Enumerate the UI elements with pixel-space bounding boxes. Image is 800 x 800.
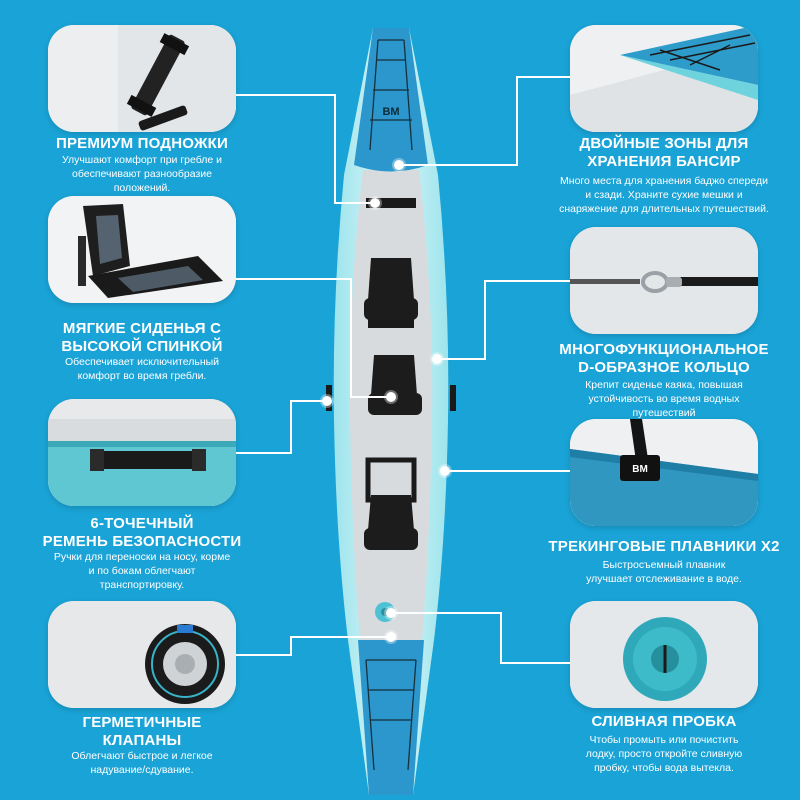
connector-drain-end	[392, 612, 502, 614]
handle-photo	[48, 399, 236, 506]
connector-footrests-vertical	[334, 94, 336, 204]
seat-photo	[48, 196, 236, 303]
connector-dring	[484, 280, 570, 282]
connector-storage	[516, 76, 570, 78]
footrest-photo	[48, 25, 236, 132]
valve-description: Облегчают быстрое и легкое надувание/сду…	[71, 750, 213, 776]
connector-footrests	[236, 94, 336, 96]
connector-dring-end	[438, 358, 486, 360]
marker-fins	[440, 466, 450, 476]
handle-title: 6-ТОЧЕЧНЫЙ РЕМЕНЬ БЕЗОПАСНОСТИ	[42, 515, 242, 550]
seat-title: МЯГКИЕ СИДЕНЬЯ С ВЫСОКОЙ СПИНКОЙ	[61, 320, 223, 355]
connector-valves	[236, 654, 292, 656]
drain-description: Чтобы промыть или почистить лодку, прост…	[585, 734, 743, 774]
connector-handles-vertical	[290, 400, 292, 454]
marker-drain	[386, 608, 396, 618]
kayak-illustration: BM	[326, 28, 456, 795]
footrest-description: Улучшают комфорт при гребле и обеспечива…	[61, 154, 223, 194]
seat-description: Обеспечивает исключительный комфорт во в…	[64, 356, 220, 382]
connector-valves-vertical	[290, 636, 292, 656]
marker-footrests	[370, 198, 380, 208]
storage-title: ДВОЙНЫЕ ЗОНЫ ДЛЯ ХРАНЕНИЯ БАНСИР	[579, 135, 749, 170]
marker-valves	[386, 632, 396, 642]
valve-title: ГЕРМЕТИЧНЫЕ КЛАПАНЫ	[82, 714, 202, 749]
d-ring-photo	[570, 227, 758, 334]
dring-title: МНОГОФУНКЦИОНАЛЬНОЕ D-ОБРАЗНОЕ КОЛЬЦО	[559, 341, 769, 376]
dring-description: Крепит сиденье каяка, повышая устойчивос…	[585, 379, 743, 419]
marker-storage	[394, 160, 404, 170]
footrest-title: ПРЕМИУМ ПОДНОЖКИ	[56, 135, 228, 152]
connector-seats-end	[350, 396, 390, 398]
marker-dring	[432, 354, 442, 364]
connector-drain-vertical	[500, 612, 502, 664]
fin-photo: BM	[570, 419, 758, 526]
marker-seats	[386, 392, 396, 402]
fins-title: ТРЕКИНГОВЫЕ ПЛАВНИКИ X2	[548, 538, 780, 555]
connector-handles-end	[290, 400, 330, 402]
connector-valves-end	[290, 636, 390, 638]
connector-dring-vertical	[484, 280, 486, 360]
bungee-storage-photo	[570, 25, 758, 132]
marker-handles	[322, 396, 332, 406]
connector-storage-vertical	[516, 76, 518, 166]
fins-description: Быстросъемный плавник улучшает отслежива…	[586, 559, 742, 585]
storage-description: Много места для хранения баджо спереди и…	[559, 175, 769, 215]
handle-description: Ручки для переноски на носу, корме и по …	[53, 551, 231, 591]
connector-handles	[236, 452, 292, 454]
valve-photo	[48, 601, 236, 708]
connector-footrests-end	[334, 202, 374, 204]
connector-seats-vertical	[350, 278, 352, 398]
kayak-logo-text: BM	[382, 106, 399, 118]
connector-drain	[500, 662, 570, 664]
connector-seats	[236, 278, 352, 280]
connector-fins	[445, 470, 570, 472]
drain-plug-photo	[570, 601, 758, 708]
connector-storage-end	[400, 164, 518, 166]
fin-logo-text: BM	[632, 464, 648, 475]
drain-title: СЛИВНАЯ ПРОБКА	[591, 713, 737, 730]
